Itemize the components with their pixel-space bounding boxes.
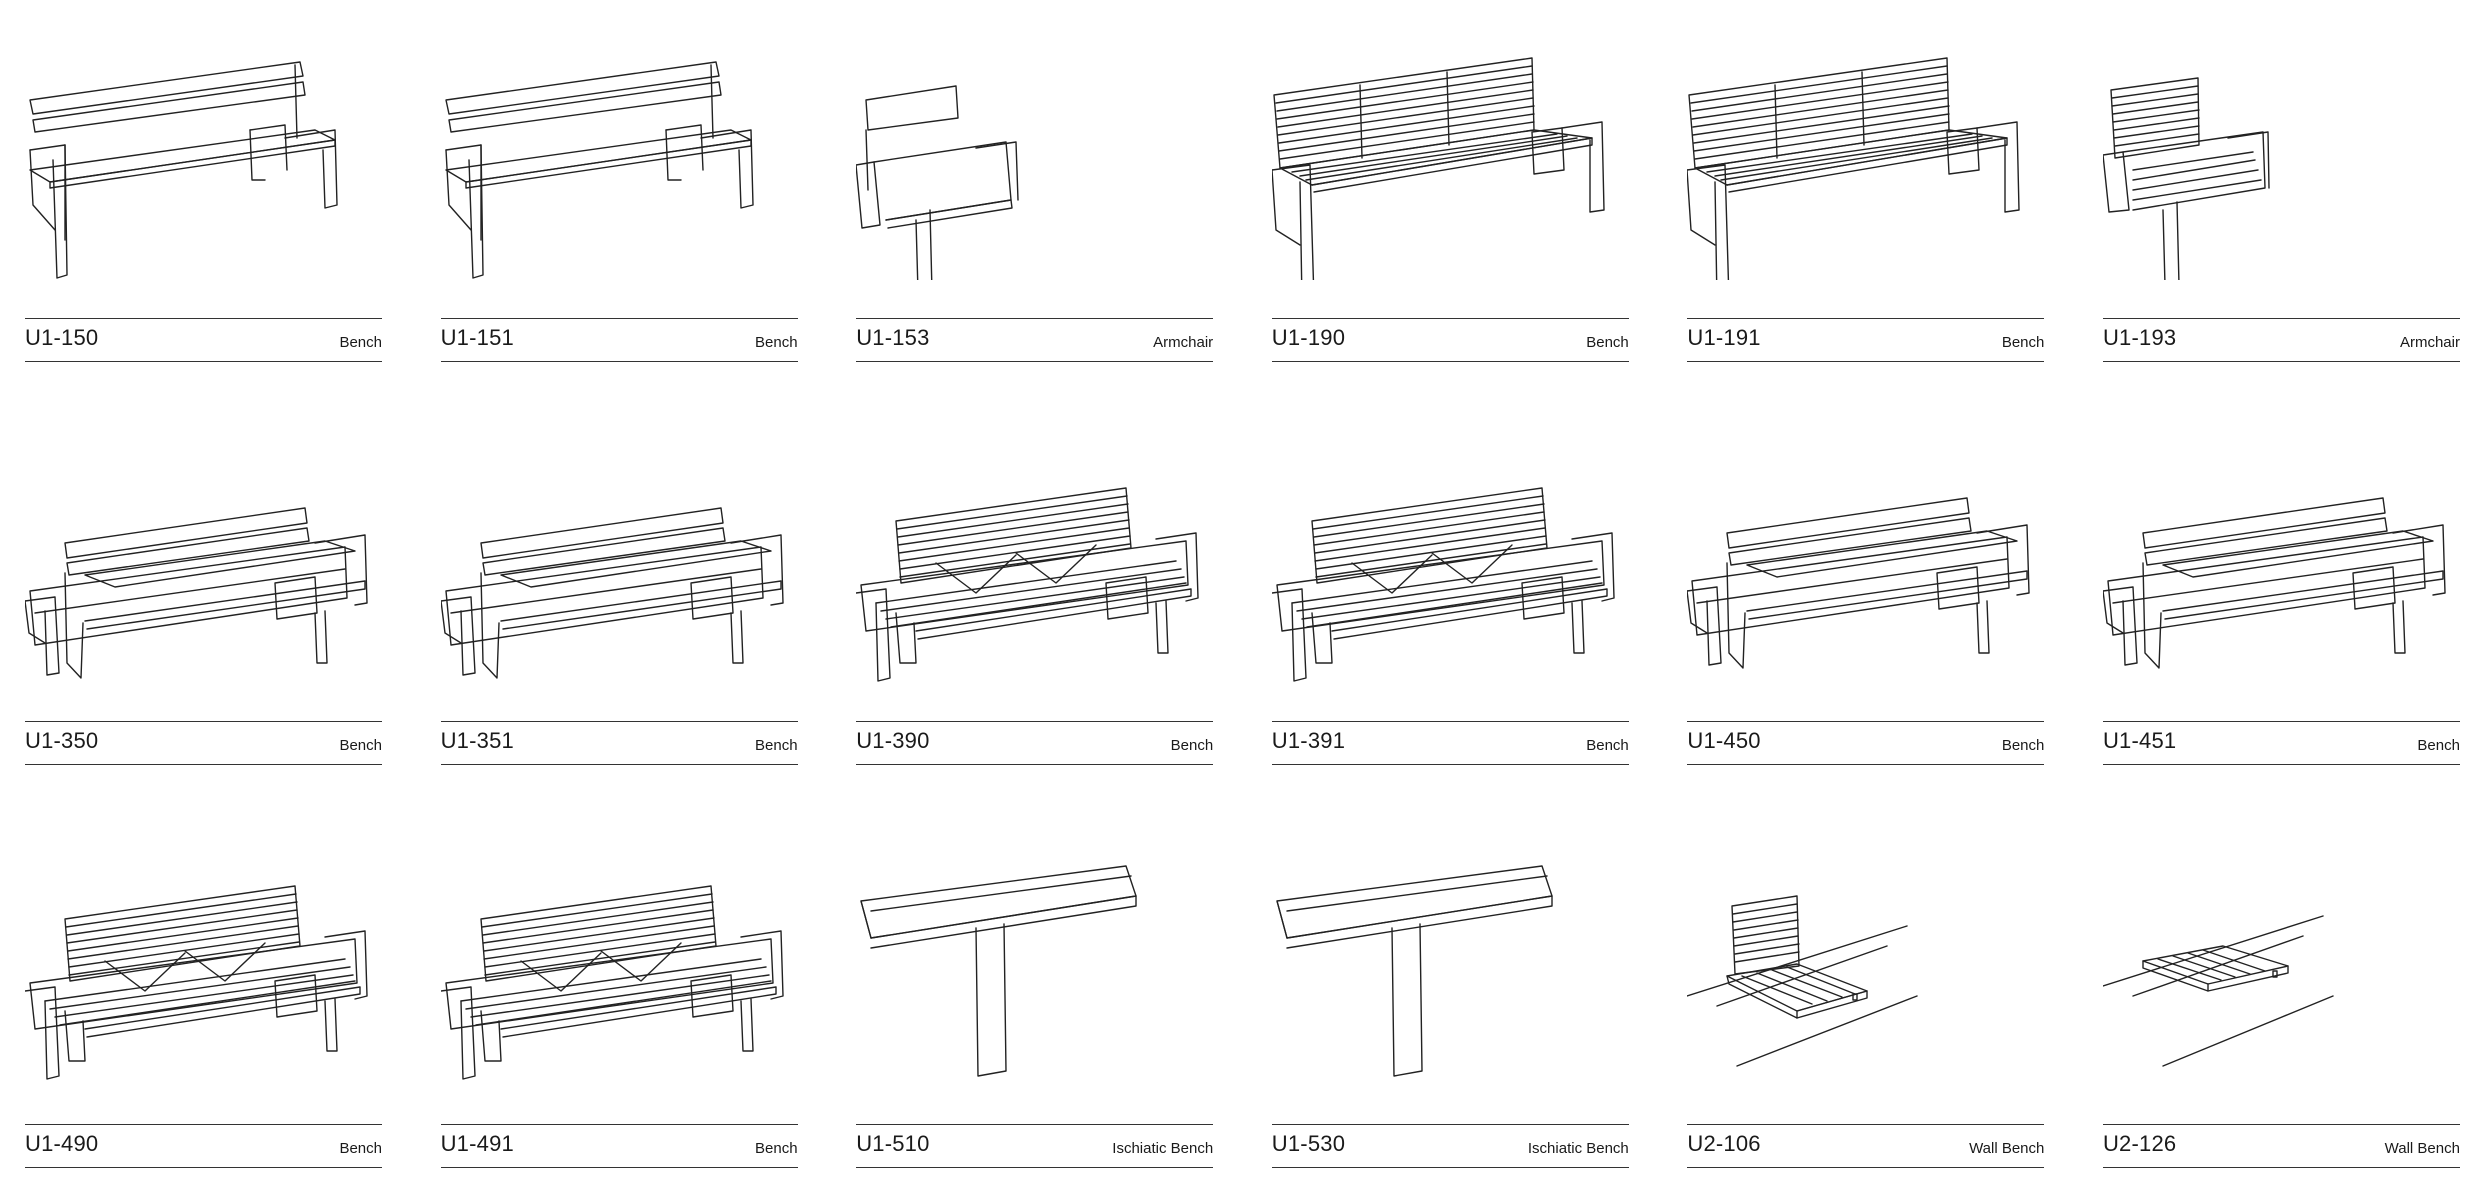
product-caption: U1-193 Armchair: [2102, 318, 2460, 362]
product-caption: U1-450 Bench: [1687, 721, 2045, 765]
slatted-armchair-icon: [2102, 40, 2460, 280]
product-code: U1-153: [856, 325, 930, 350]
product-caption: U2-126 Wall Bench: [2102, 1124, 2460, 1168]
product-code: U1-450: [1687, 728, 1761, 753]
product-type: Bench: [2417, 736, 2460, 754]
product-type: Bench: [1170, 736, 1214, 754]
product-type: Armchair: [2399, 333, 2460, 351]
ischiatic-bench-icon: [856, 846, 1213, 1086]
product-type: Bench: [339, 1139, 382, 1157]
product-code: U1-151: [440, 325, 514, 350]
product-type: Bench: [755, 1139, 798, 1157]
product-code: U1-150: [25, 325, 99, 350]
product-code: U1-530: [1271, 1131, 1346, 1156]
bench-icon: [25, 40, 382, 280]
product-type: Bench: [339, 736, 382, 754]
product-type: Wall Bench: [2384, 1139, 2460, 1157]
product-code: U1-491: [440, 1131, 514, 1156]
product-type: Ischiatic Bench: [1112, 1139, 1214, 1157]
product-card[interactable]: U1-153 Armchair: [856, 40, 1214, 366]
product-card[interactable]: U1-451 Bench: [2102, 443, 2460, 769]
product-code: U1-191: [1687, 325, 1761, 350]
slatted-bench-icon: [1271, 40, 1629, 280]
armchair-icon: [856, 40, 1213, 280]
bench-icon: [441, 40, 798, 280]
product-caption: U1-451 Bench: [2102, 721, 2460, 765]
product-caption: U1-153 Armchair: [856, 318, 1214, 362]
product-code: U1-350: [25, 728, 99, 753]
product-card[interactable]: U1-391 Bench: [1271, 443, 1629, 769]
product-card[interactable]: U1-350 Bench: [25, 443, 382, 769]
product-type: Armchair: [1153, 333, 1214, 351]
product-caption: U1-391 Bench: [1271, 721, 1629, 765]
product-card[interactable]: U1-530 Ischiatic Bench: [1271, 846, 1629, 1172]
product-caption: U1-510 Ischiatic Bench: [856, 1124, 1214, 1168]
product-caption: U1-151 Bench: [440, 318, 798, 362]
product-card[interactable]: U1-151 Bench: [440, 40, 798, 366]
product-type: Wall Bench: [1969, 1139, 2045, 1157]
double-slatted-bench-icon: [1271, 443, 1629, 683]
product-card[interactable]: U1-491 Bench: [440, 846, 798, 1172]
double-bench-icon: [2102, 443, 2460, 683]
product-code: U2-126: [2102, 1131, 2177, 1156]
product-card[interactable]: U1-490 Bench: [25, 846, 382, 1172]
slatted-bench-icon: [1687, 40, 2044, 280]
wall-seat-icon: [2102, 846, 2460, 1086]
product-type: Bench: [1586, 736, 1629, 754]
product-type: Bench: [1586, 333, 1629, 351]
product-caption: U2-106 Wall Bench: [1687, 1124, 2045, 1168]
product-caption: U1-530 Ischiatic Bench: [1271, 1124, 1629, 1168]
product-type: Bench: [2001, 736, 2045, 754]
product-caption: U1-350 Bench: [25, 721, 382, 765]
double-bench-icon: [440, 443, 798, 683]
double-bench-icon: [1687, 443, 2044, 683]
product-card[interactable]: U1-450 Bench: [1687, 443, 2045, 769]
product-caption: U1-191 Bench: [1687, 318, 2045, 362]
product-caption: U1-490 Bench: [25, 1124, 382, 1168]
product-card[interactable]: U2-106 Wall Bench: [1687, 846, 2045, 1172]
product-type: Bench: [755, 736, 798, 754]
double-bench-icon: [25, 443, 382, 683]
product-caption: U1-390 Bench: [856, 721, 1214, 765]
product-card[interactable]: U1-510 Ischiatic Bench: [856, 846, 1214, 1172]
product-card[interactable]: U2-126 Wall Bench: [2102, 846, 2460, 1172]
product-card[interactable]: U1-191 Bench: [1687, 40, 2045, 366]
product-type: Bench: [2001, 333, 2045, 351]
double-slatted-bench-icon: [440, 846, 798, 1086]
product-code: U1-390: [856, 728, 930, 753]
product-card[interactable]: U1-190 Bench: [1271, 40, 1629, 366]
product-card[interactable]: U1-390 Bench: [856, 443, 1214, 769]
product-code: U1-490: [25, 1131, 99, 1156]
product-card[interactable]: U1-150 Bench: [25, 40, 382, 366]
product-card[interactable]: U1-193 Armchair: [2102, 40, 2460, 366]
product-code: U1-451: [2102, 728, 2177, 753]
product-caption: U1-491 Bench: [440, 1124, 798, 1168]
product-grid: U1-150 Bench U1-151 Bench U1-153 Armchai…: [25, 40, 2460, 1172]
product-type: Bench: [755, 333, 798, 351]
double-slatted-bench-icon: [25, 846, 382, 1086]
double-slatted-bench-icon: [856, 443, 1213, 683]
product-type: Bench: [339, 333, 382, 351]
product-code: U1-510: [856, 1131, 930, 1156]
product-card[interactable]: U1-351 Bench: [440, 443, 798, 769]
wall-bench-icon: [1687, 846, 2044, 1086]
ischiatic-bench-icon: [1272, 846, 1629, 1086]
product-code: U1-193: [2102, 325, 2177, 350]
product-type: Ischiatic Bench: [1527, 1139, 1629, 1157]
product-caption: U1-190 Bench: [1271, 318, 1629, 362]
product-code: U1-391: [1271, 728, 1346, 753]
product-caption: U1-150 Bench: [25, 318, 382, 362]
product-caption: U1-351 Bench: [440, 721, 798, 765]
product-code: U1-351: [440, 728, 514, 753]
product-code: U2-106: [1687, 1131, 1761, 1156]
product-code: U1-190: [1271, 325, 1346, 350]
